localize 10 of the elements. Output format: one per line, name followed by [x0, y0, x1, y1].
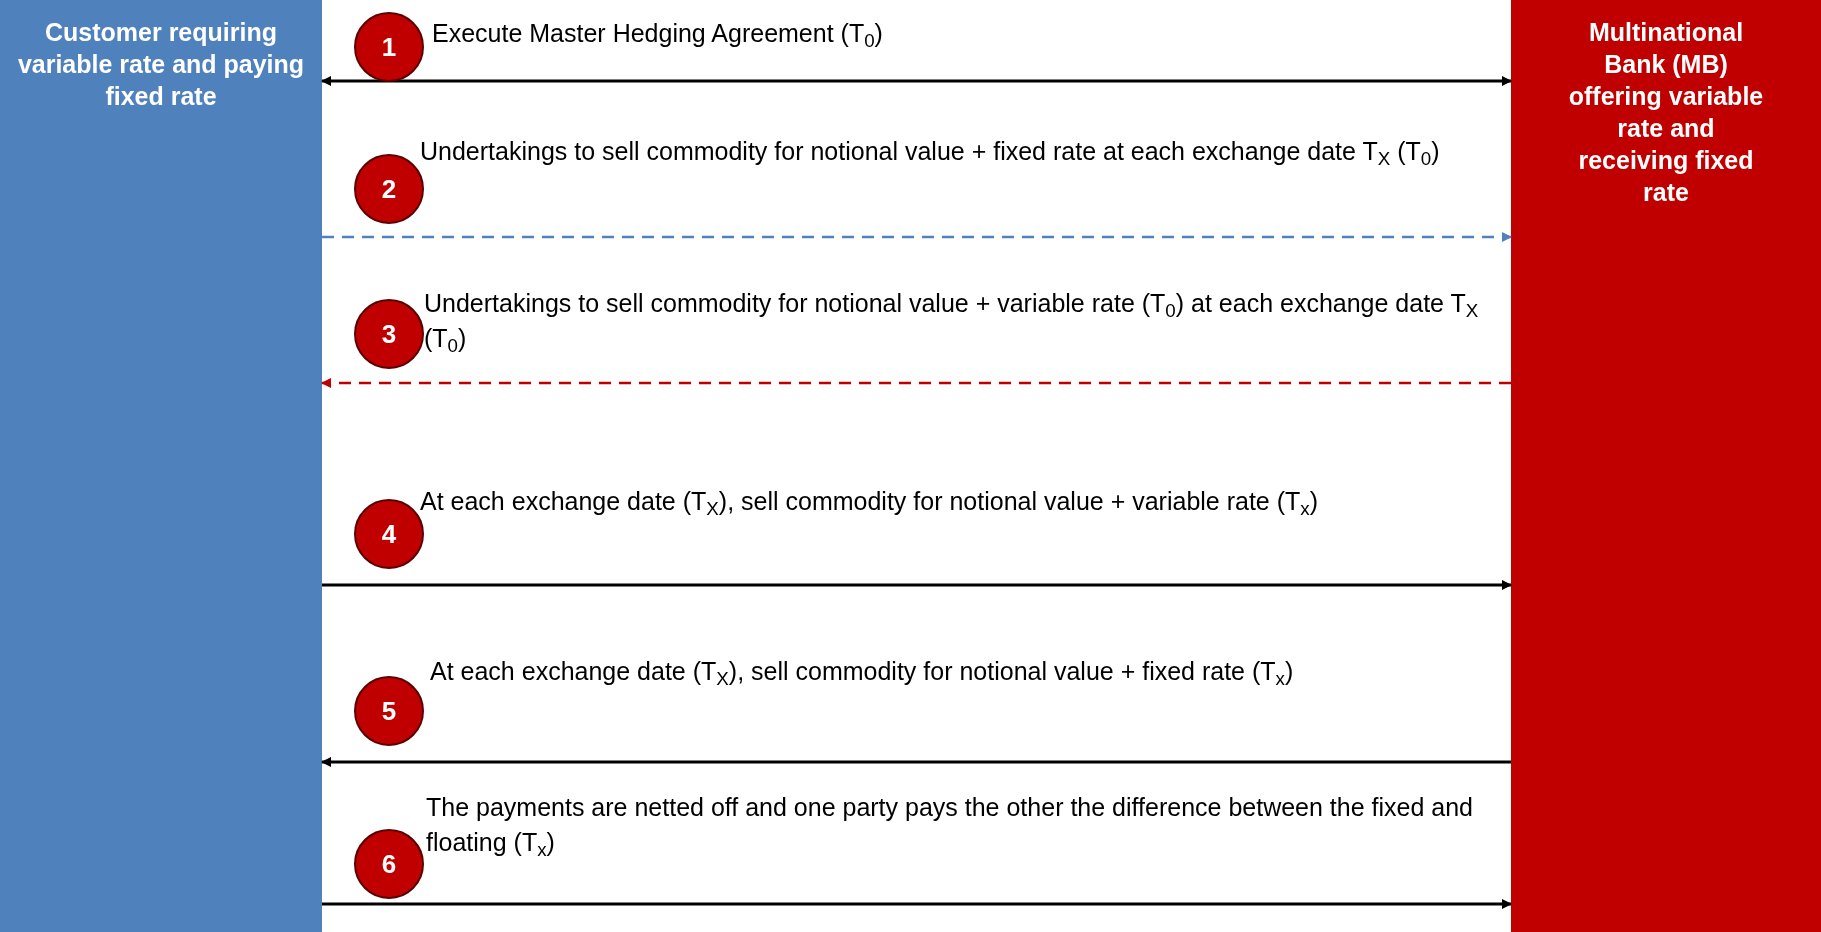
arrow: [321, 76, 1512, 86]
party-label: Customer requiring variable rate and paying fixed rate: [16, 17, 306, 112]
arrow: [322, 899, 1512, 909]
arrow: [322, 232, 1512, 242]
arrow: [321, 378, 1511, 388]
arrow: [321, 757, 1511, 767]
party-label: Multinational Bank (MB) offering variable rate and receiving fixed rate: [1567, 17, 1765, 208]
party-column: [1511, 0, 1821, 932]
party-column: [0, 0, 322, 932]
arrow: [322, 580, 1512, 590]
